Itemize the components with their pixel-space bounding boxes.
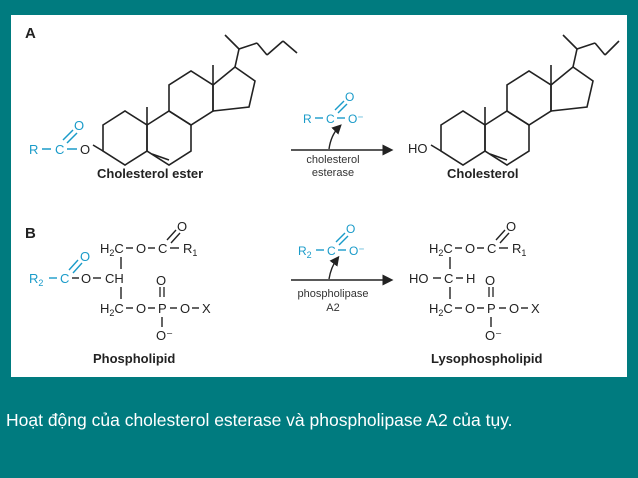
slide-caption: Hoạt động của cholesterol esterase và ph… (6, 410, 513, 430)
fa-carbonyl-o: O (346, 222, 355, 236)
reaction-diagram: A R C O O Cholesterol ester R (25, 25, 620, 366)
lyso-phosphate-o: O (485, 273, 495, 288)
lyso-top-o: O (465, 241, 475, 256)
lyso-c: C (444, 271, 453, 286)
acid-r-label: R (303, 112, 312, 126)
acid-oxygen: O⁻ (348, 112, 364, 126)
pl-r1: R1 (183, 241, 197, 258)
phospholipid-structure: H2C O C O R1 R2 C O O CH H2C O P O O X (29, 219, 211, 343)
lyso-r1: R1 (512, 241, 526, 258)
fa-oxygen: O⁻ (349, 244, 365, 258)
lyso-top-carbonyl-o: O (506, 219, 516, 234)
enzyme-a-line2: esterase (312, 167, 354, 179)
panel-b-label: B (25, 225, 36, 242)
lyso-bottom-o: O (465, 301, 475, 316)
pl-phosphate-o: O (156, 273, 166, 288)
lyso-phosphorus: P (487, 301, 496, 316)
enzyme-b-line1: phospholipase (298, 288, 369, 300)
enzyme-a-line1: cholesterol (306, 154, 359, 166)
panel-a-label: A (25, 25, 36, 42)
lysophospholipid-structure: H2C O C O R1 HO C H H2C O P O O X O⁻ (409, 219, 540, 343)
pl-phosphate-o-minus: O⁻ (156, 328, 173, 343)
lyso-h: H (466, 271, 475, 286)
panel-b-reaction-arrow: R2 C O O⁻ phospholipase A2 (291, 222, 394, 314)
ester-carbon-label: C (55, 142, 64, 157)
pl-top-o: O (136, 241, 146, 256)
ester-r-label: R (29, 142, 38, 157)
lyso-x: X (531, 301, 540, 316)
pl-r2: R2 (29, 271, 43, 288)
lyso-bottom-ch2: H2C (429, 301, 453, 318)
lyso-top-ch2: H2C (429, 241, 453, 258)
fa-r2: R2 (298, 244, 312, 260)
pl-x: X (202, 301, 211, 316)
pl-phosphate-o2: O (180, 301, 190, 316)
cholesterol-structure (430, 34, 620, 166)
fa-carbon: C (327, 244, 336, 258)
acid-carbon: C (326, 112, 335, 126)
lyso-phosphate-o-minus: O⁻ (485, 328, 502, 343)
phospholipid-caption: Phospholipid (93, 351, 175, 366)
enzyme-b-line2: A2 (326, 302, 339, 314)
ester-group: R C O O (29, 118, 90, 157)
cholesterol-caption: Cholesterol (447, 166, 519, 181)
pl-r2-c: C (60, 271, 69, 286)
pl-phosphorus: P (158, 301, 167, 316)
lyso-phosphate-o2: O (509, 301, 519, 316)
pl-bottom-ch2: H2C (100, 301, 124, 318)
pl-r2-carbonyl-o: O (80, 249, 90, 264)
lysophospholipid-caption: Lysophospholipid (431, 351, 543, 366)
pl-bottom-o: O (136, 301, 146, 316)
acid-carbonyl-o: O (345, 90, 354, 104)
hydroxyl-label: HO (408, 141, 428, 156)
cholesterol-ester-caption: Cholesterol ester (97, 166, 203, 181)
cholesterol-ester-structure (92, 34, 298, 166)
pl-mid-o: O (81, 271, 91, 286)
pl-top-ch2: H2C (100, 241, 124, 258)
pl-top-c: C (158, 241, 167, 256)
ester-oxygen: O (80, 142, 90, 157)
panel-a-reaction-arrow: R C O O⁻ cholesterol esterase (291, 90, 394, 179)
pl-mid-ch: CH (105, 271, 124, 286)
pl-top-carbonyl-o: O (177, 219, 187, 234)
lyso-ho: HO (409, 271, 429, 286)
diagram-figure: A R C O O Cholesterol ester R (11, 15, 627, 377)
ester-carbonyl-o: O (74, 118, 84, 133)
lyso-top-c: C (487, 241, 496, 256)
